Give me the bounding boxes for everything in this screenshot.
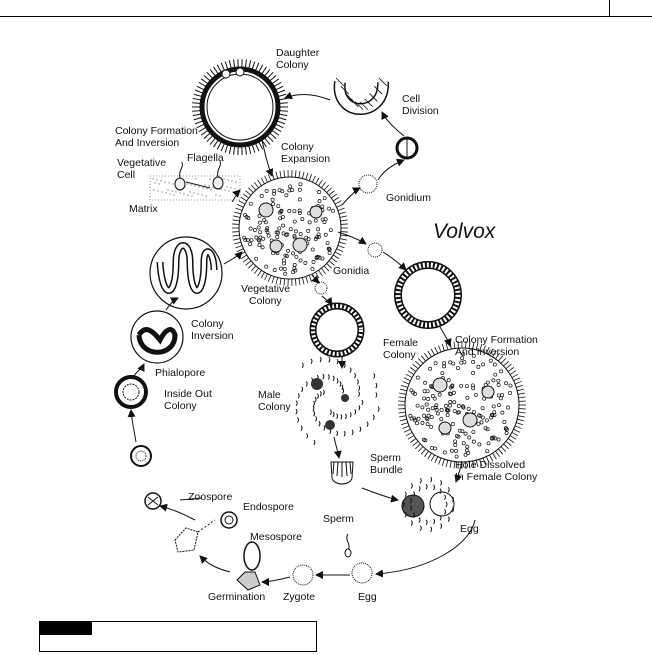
label-matrix: Matrix — [129, 203, 158, 215]
header-page-divider — [609, 0, 610, 17]
label-zoospore: Zoospore — [188, 491, 233, 503]
label-phialopore: Phialopore — [155, 367, 205, 379]
endospore-illustration — [220, 511, 238, 529]
label-endospore: Endospore — [243, 501, 294, 513]
label-mesospore: Mesospore — [250, 531, 302, 543]
label-flagella: Flagella — [187, 152, 224, 164]
sperm-bundle-illustration — [330, 461, 354, 485]
mesospore-illustration — [236, 541, 261, 591]
matrix-strip-illustration — [149, 160, 241, 201]
gonidia-illustration — [367, 242, 383, 258]
label-gonidia: Gonidia — [333, 265, 369, 277]
label-gonidium: Gonidium — [386, 192, 431, 204]
cycle-arrows — [127, 91, 476, 586]
caption-tab — [40, 622, 92, 635]
daughter-colony-illustration — [192, 59, 288, 155]
label-germination: Germination — [208, 591, 265, 603]
large-female-colony-illustration — [398, 341, 526, 469]
small-colony-illustration — [130, 445, 152, 467]
egg-lower-illustration — [351, 562, 373, 584]
male-colony-illustration — [295, 356, 380, 446]
cell-division-illustration — [333, 77, 389, 115]
inside-out-colony-illustration — [114, 375, 148, 409]
caption-box — [39, 621, 317, 652]
diagram-title: Volvox — [433, 220, 497, 243]
female-colony-illustration — [394, 261, 462, 329]
header-rule — [0, 16, 652, 17]
zygote-illustration — [292, 564, 314, 586]
fertilization-cluster-illustration — [401, 476, 455, 533]
sperm-illustration — [344, 533, 352, 558]
gonidium-illustration — [358, 174, 378, 194]
colony-inversion-illustration — [130, 310, 184, 364]
label-egg-lower: Egg — [358, 591, 377, 603]
label-egg-upper: Egg — [460, 523, 479, 535]
germinating-zygote-illustration — [174, 519, 216, 553]
gonidia-small-illustration — [314, 281, 328, 295]
label-sperm: Sperm — [323, 513, 354, 525]
label-zygote: Zygote — [283, 591, 315, 603]
developing-colony-illustration — [309, 302, 365, 358]
dividing-gonidium-illustration — [395, 136, 419, 160]
vegetative-colony-illustration — [232, 170, 348, 286]
colony-inversion-folded-illustration — [149, 236, 223, 310]
zoospore-illustration — [144, 492, 162, 510]
